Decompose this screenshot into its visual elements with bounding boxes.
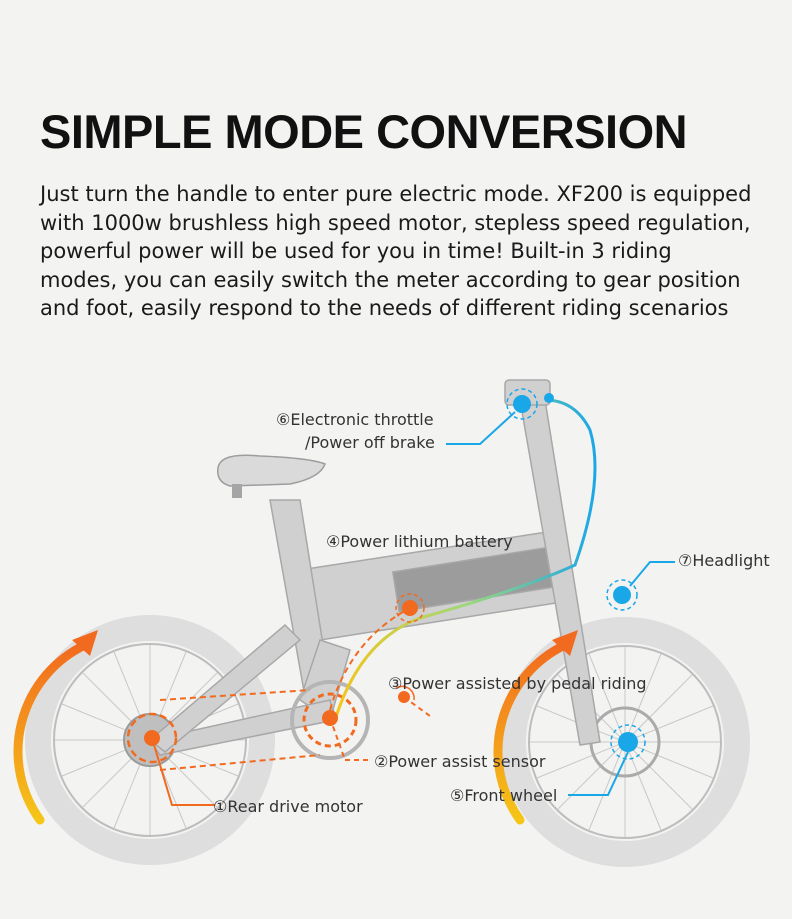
callout-headlight: ⑦Headlight <box>678 551 770 570</box>
callout-front-wheel: ⑤Front wheel <box>450 786 558 805</box>
front-hub-marker-icon <box>618 732 638 752</box>
control-cable <box>333 398 597 721</box>
description-line: and foot, easily respond to the needs of… <box>40 296 729 320</box>
front-arrow-head <box>552 630 578 656</box>
callout-battery: ④Power lithium battery <box>326 532 513 551</box>
front-rotation-arrow <box>493 640 570 825</box>
throttle-leader <box>446 411 516 445</box>
chainring <box>159 680 370 771</box>
rear-motor-leader <box>151 737 215 806</box>
throttle-marker-icon <box>513 395 531 413</box>
callout-throttle-line2: /Power off brake <box>305 433 435 452</box>
description-line: Just turn the handle to enter pure elect… <box>40 182 752 206</box>
description-line: with 1000w brushless high speed motor, s… <box>40 210 751 235</box>
pedal-leader <box>403 696 431 717</box>
callout-throttle-line1: ⑥Electronic throttle <box>276 410 434 429</box>
rear-arrow-head <box>72 630 98 656</box>
battery-marker-icon <box>402 600 418 616</box>
assist-path <box>329 607 411 711</box>
description-line: modes, you can easily switch the meter a… <box>40 267 741 292</box>
callout-rear-motor: ①Rear drive motor <box>213 797 363 816</box>
sensor-leader <box>329 717 346 761</box>
rear-rotation-arrow <box>13 640 90 825</box>
page-title: SIMPLE MODE CONVERSION <box>40 105 688 158</box>
description-line: powerful power will be used for you in t… <box>40 239 672 263</box>
headlight-marker-ring <box>606 579 638 611</box>
description-text: Just turn the handle to enter pure elect… <box>40 180 770 323</box>
pedal-marker-arc <box>395 685 415 701</box>
front-wheel-leader <box>568 751 629 796</box>
front-hub-marker-ring <box>610 724 646 760</box>
battery-marker-ring <box>395 593 425 623</box>
headlight-leader <box>629 561 675 587</box>
saddle <box>217 454 326 498</box>
headlight-marker-icon <box>613 586 631 604</box>
callout-pedal: ③Power assisted by pedal riding <box>388 674 647 693</box>
throttle-marker-ring <box>506 388 538 420</box>
callout-sensor: ②Power assist sensor <box>374 752 546 771</box>
brake-marker-icon <box>544 393 554 403</box>
